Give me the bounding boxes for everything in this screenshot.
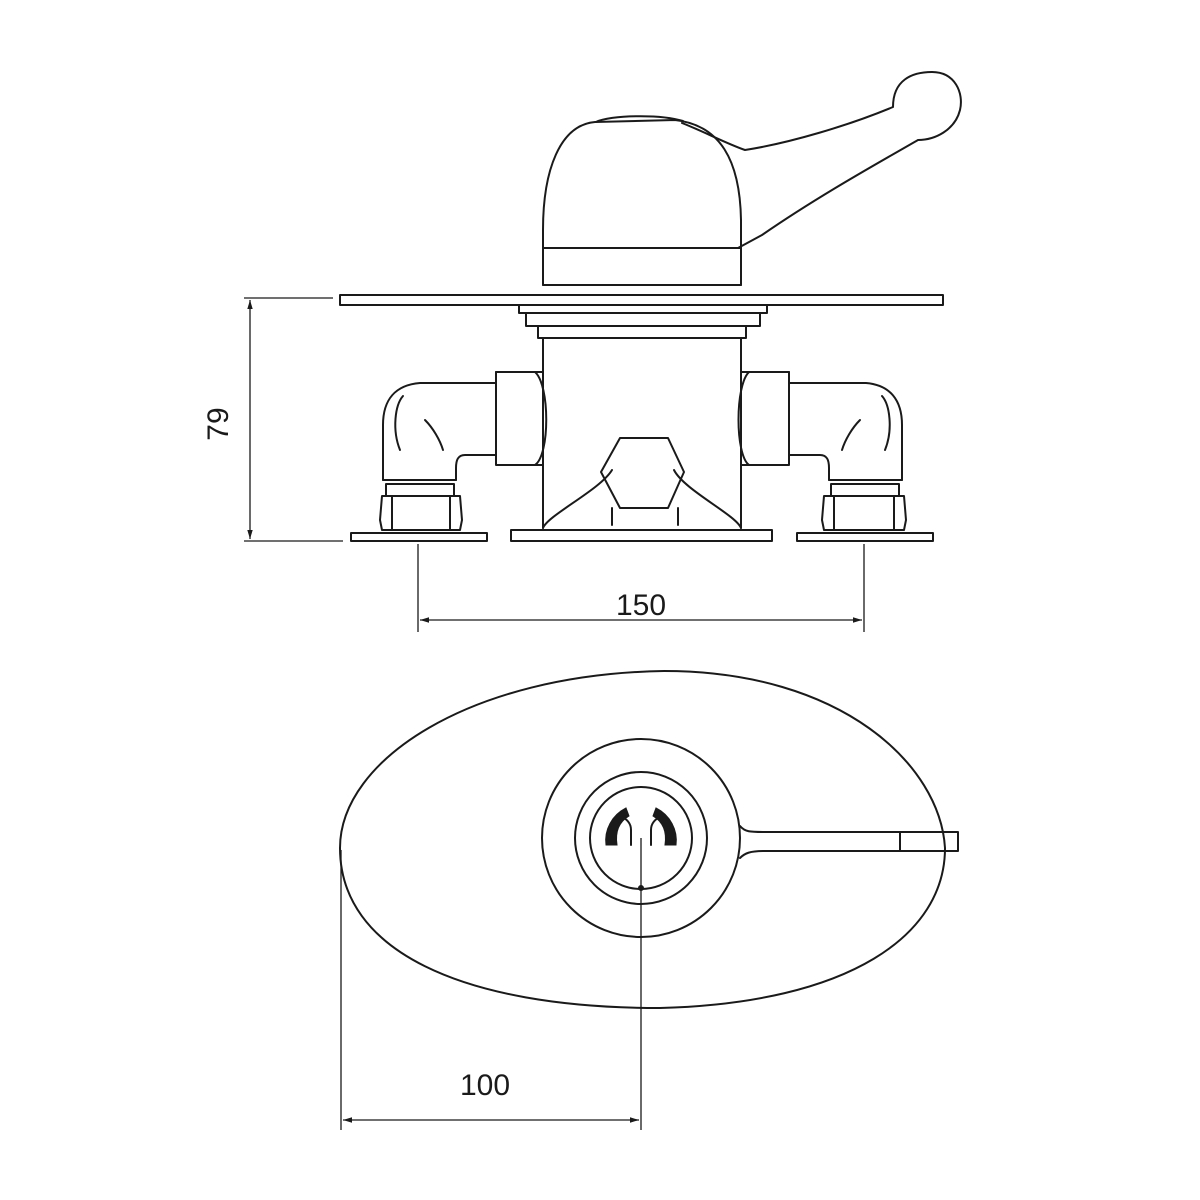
front-elevation-view: 79 150 xyxy=(202,71,962,632)
plan-lever xyxy=(739,825,959,859)
height-dimension-label: 79 xyxy=(202,407,235,440)
plan-cover-plate xyxy=(339,670,946,1009)
centres-dimension: 150 xyxy=(417,544,865,632)
right-inlet-elbow xyxy=(737,371,907,531)
wall-to-centre-dimension-label: 100 xyxy=(460,1069,510,1102)
cover-plate xyxy=(339,294,944,306)
valve-dome xyxy=(542,115,742,286)
base-plate-right xyxy=(796,532,934,542)
temperature-indicator xyxy=(605,807,677,891)
plan-view: 100 xyxy=(339,670,959,1130)
valve-body xyxy=(542,337,742,529)
base-plate-left xyxy=(350,532,488,542)
centres-dimension-label: 150 xyxy=(616,589,666,622)
base-plate-centre xyxy=(510,529,773,542)
left-inlet-elbow xyxy=(379,371,548,531)
hex-nut xyxy=(600,437,685,526)
wall-to-centre-dimension: 100 xyxy=(340,838,642,1130)
body-flange xyxy=(518,304,768,339)
height-dimension: 79 xyxy=(202,297,343,542)
lever-handle xyxy=(681,71,962,249)
